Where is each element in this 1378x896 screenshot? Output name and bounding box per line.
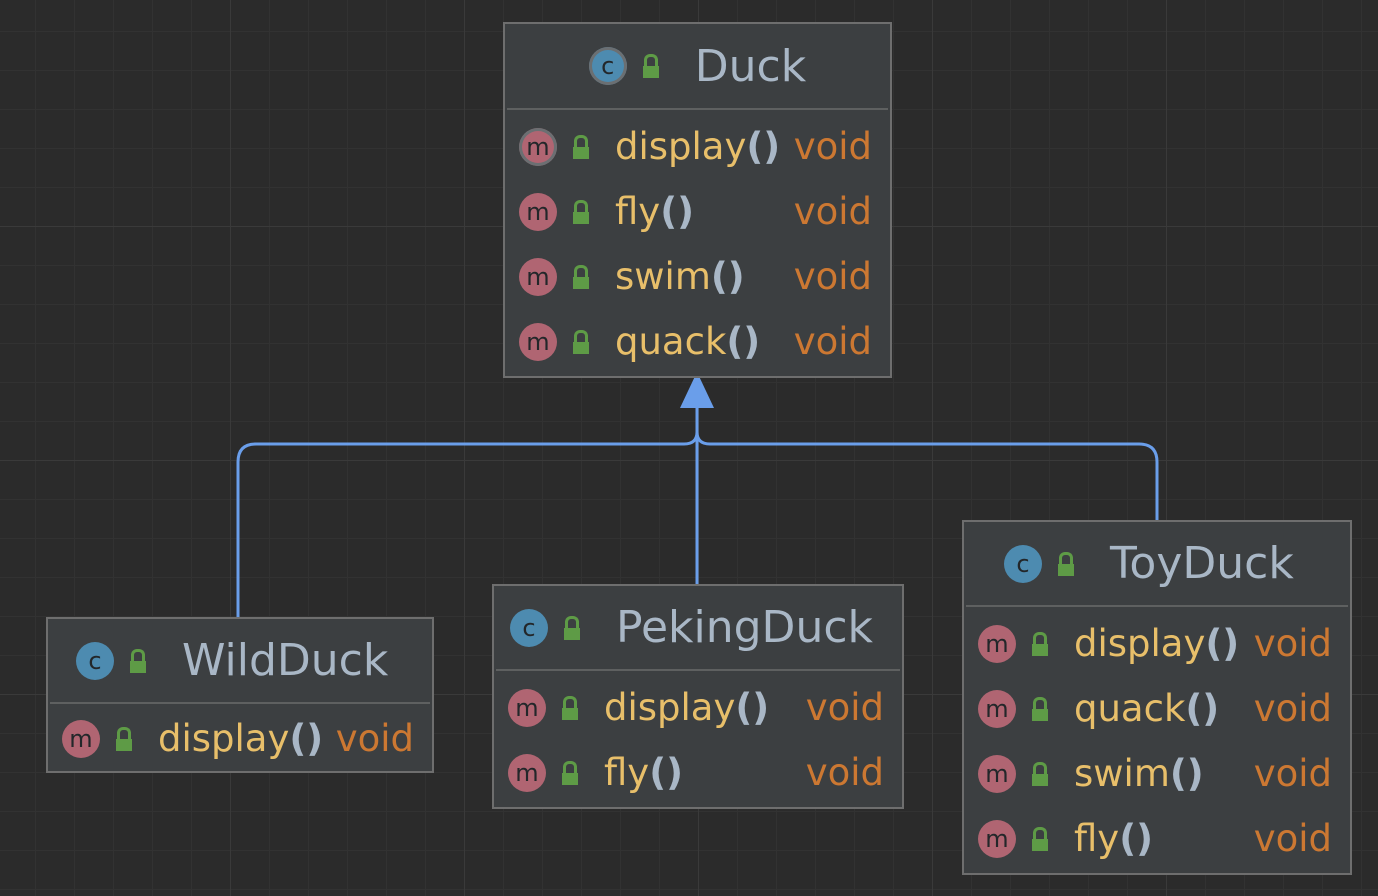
method-list: m display() void	[48, 704, 432, 771]
method-name: quack()	[615, 320, 761, 363]
class-icon: c	[76, 641, 114, 680]
public-visibility-icon	[639, 54, 661, 78]
method-row[interactable]: m display() void	[494, 675, 902, 740]
method-name: quack()	[1074, 687, 1220, 730]
public-visibility-icon	[558, 760, 580, 785]
class-node-toyduck[interactable]: c ToyDuck m display() void m quack() voi…	[962, 520, 1352, 875]
method-name: display()	[615, 125, 781, 168]
method-name: display()	[604, 686, 770, 729]
method-row[interactable]: m fly() void	[964, 806, 1350, 871]
method-row[interactable]: m fly() void	[505, 179, 890, 244]
method-row[interactable]: m swim() void	[505, 244, 890, 309]
return-type: void	[793, 125, 872, 168]
method-row[interactable]: m display() void	[964, 611, 1350, 676]
method-list: m display() void m fly() void m swim() v…	[505, 110, 890, 376]
public-visibility-icon	[112, 726, 134, 751]
method-name: fly()	[615, 190, 695, 233]
public-visibility-icon	[1028, 826, 1050, 851]
return-type: void	[805, 751, 884, 794]
return-type: void	[793, 255, 872, 298]
class-header: c WildDuck	[50, 619, 430, 704]
class-header: c Duck	[507, 24, 888, 110]
public-visibility-icon	[1028, 761, 1050, 786]
class-node-duck[interactable]: c Duck m display() void m fly() void m s…	[503, 22, 892, 378]
method-row[interactable]: m quack() void	[505, 309, 890, 374]
class-icon: c	[510, 608, 548, 647]
method-row[interactable]: m display() void	[505, 114, 890, 179]
class-name: WildDuck	[182, 635, 389, 686]
class-node-pekingduck[interactable]: c PekingDuck m display() void m fly() vo…	[492, 584, 904, 809]
method-icon: m	[978, 689, 1016, 728]
method-name: fly()	[604, 751, 684, 794]
return-type: void	[805, 686, 884, 729]
method-icon: m	[978, 624, 1016, 663]
method-name: display()	[158, 717, 324, 760]
method-row[interactable]: m quack() void	[964, 676, 1350, 741]
class-name: PekingDuck	[616, 602, 873, 653]
return-type: void	[1253, 687, 1332, 730]
method-icon: m	[519, 257, 557, 296]
method-name: fly()	[1074, 817, 1154, 860]
method-row[interactable]: m swim() void	[964, 741, 1350, 806]
method-icon: m	[62, 719, 100, 758]
method-icon: m	[508, 753, 546, 792]
inheritance-arrowhead	[680, 372, 714, 408]
return-type: void	[335, 717, 414, 760]
class-name: Duck	[694, 40, 807, 92]
public-visibility-icon	[569, 134, 591, 159]
method-icon: m	[978, 819, 1016, 858]
method-icon: m	[519, 192, 557, 231]
return-type: void	[1253, 817, 1332, 860]
class-name: ToyDuck	[1110, 538, 1294, 589]
method-icon: m	[508, 688, 546, 727]
method-icon: m	[978, 754, 1016, 793]
return-type: void	[793, 190, 872, 233]
method-row[interactable]: m fly() void	[494, 740, 902, 805]
method-row[interactable]: m display() void	[48, 706, 432, 771]
abstract-class-icon: c	[588, 47, 627, 85]
method-icon: m	[519, 322, 557, 361]
method-name: swim()	[615, 255, 745, 298]
return-type: void	[793, 320, 872, 363]
return-type: void	[1253, 622, 1332, 665]
method-list: m display() void m quack() void m swim()…	[964, 607, 1350, 873]
class-node-wildduck[interactable]: c WildDuck m display() void	[46, 617, 434, 773]
public-visibility-icon	[569, 264, 591, 289]
public-visibility-icon	[1028, 631, 1050, 656]
abstract-method-icon: m	[519, 127, 557, 166]
public-visibility-icon	[1054, 551, 1076, 576]
edge-toyduck-to-duck[interactable]	[695, 405, 1159, 520]
public-visibility-icon	[569, 329, 591, 354]
class-header: c PekingDuck	[496, 586, 900, 671]
class-header: c ToyDuck	[966, 522, 1348, 607]
method-list: m display() void m fly() void	[494, 671, 902, 807]
method-name: display()	[1074, 622, 1240, 665]
public-visibility-icon	[1028, 696, 1050, 721]
public-visibility-icon	[558, 695, 580, 720]
public-visibility-icon	[126, 648, 148, 673]
class-icon: c	[1004, 544, 1042, 583]
public-visibility-icon	[569, 199, 591, 224]
public-visibility-icon	[560, 615, 582, 640]
method-name: swim()	[1074, 752, 1204, 795]
return-type: void	[1253, 752, 1332, 795]
